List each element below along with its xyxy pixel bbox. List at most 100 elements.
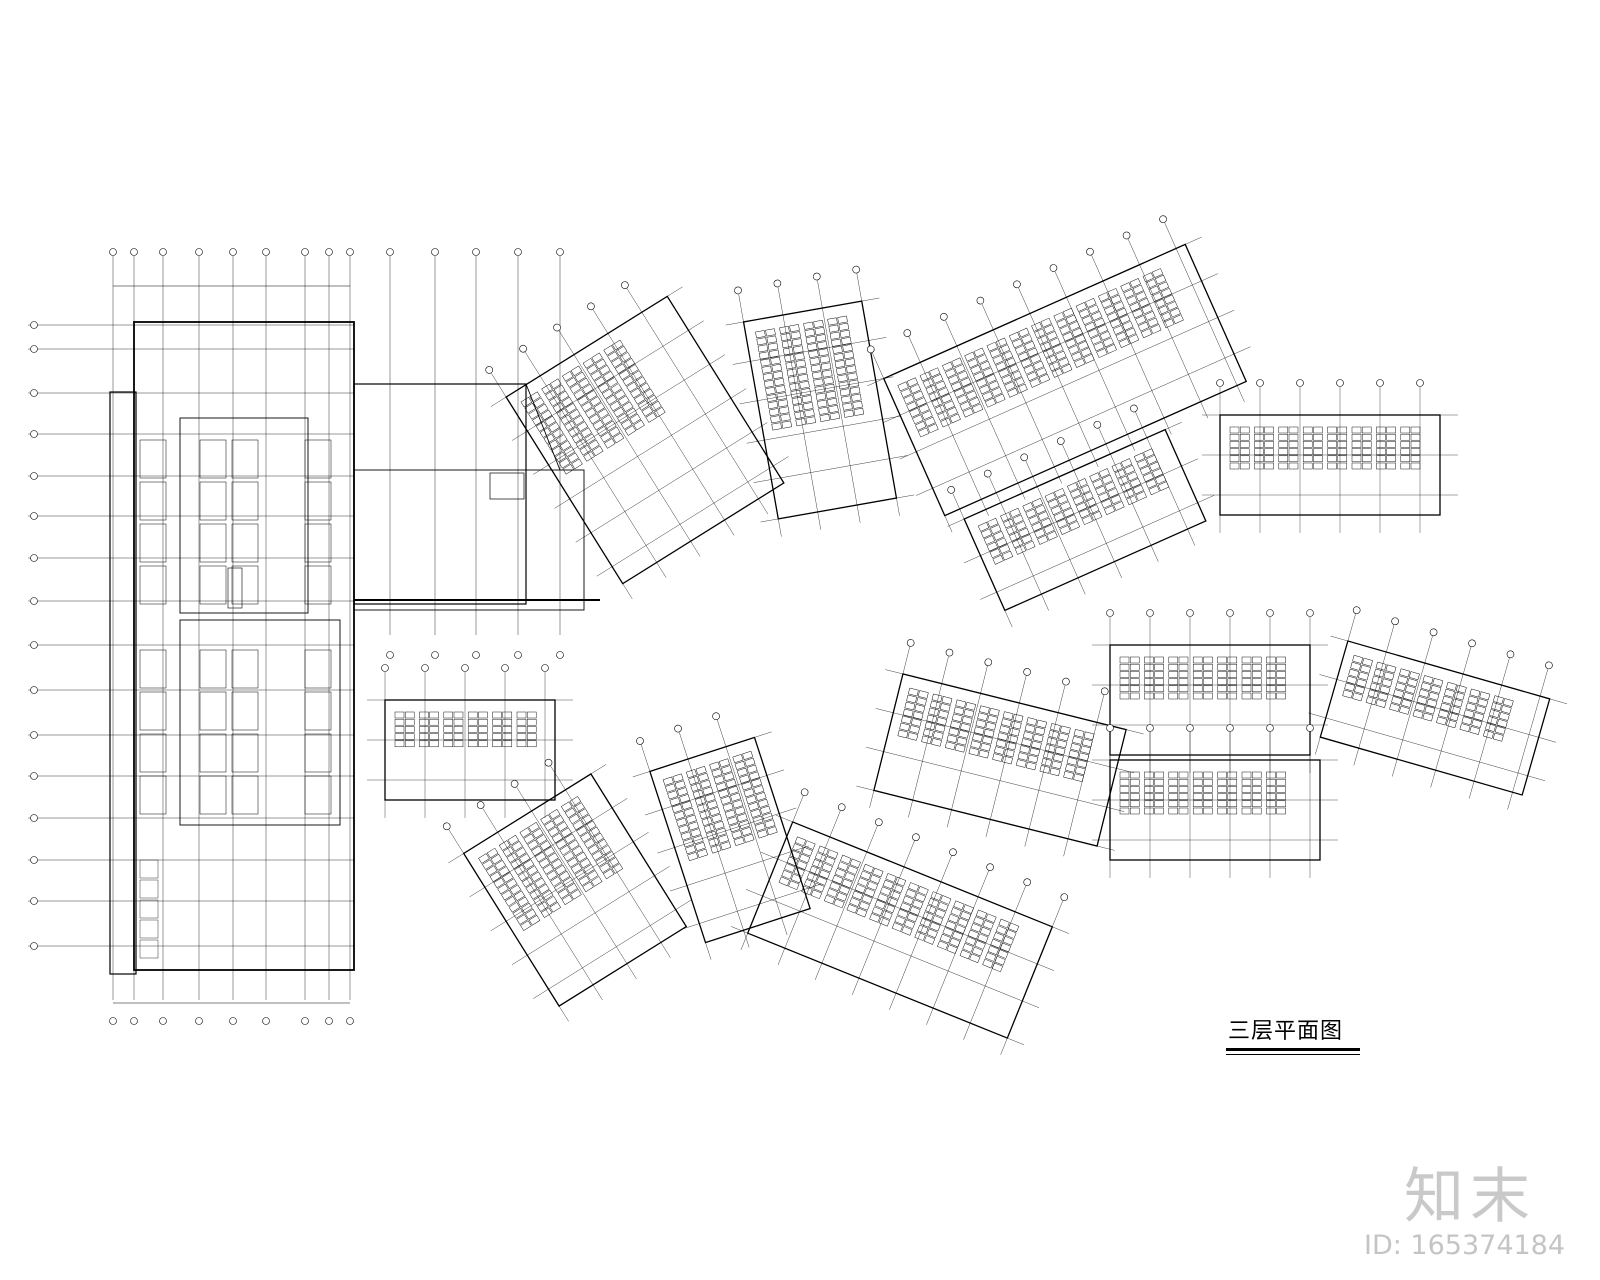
plan-rect: [139, 775, 167, 815]
desk: [1178, 678, 1189, 685]
desk: [1056, 739, 1068, 749]
desk: [771, 422, 782, 431]
desk: [571, 845, 584, 857]
desk: [1119, 771, 1130, 779]
desk: [921, 410, 933, 421]
desk: [1178, 663, 1189, 671]
desk: [862, 863, 874, 874]
wing-reception: [485, 281, 789, 599]
desk: [1251, 786, 1262, 793]
desk: [794, 411, 805, 420]
desk: [539, 427, 552, 438]
grid-bubble: [986, 863, 994, 871]
desk: [743, 833, 755, 843]
desk: [899, 902, 912, 912]
desk: [1192, 793, 1203, 800]
desk: [1154, 793, 1164, 800]
desk: [1059, 501, 1072, 511]
desk: [404, 718, 415, 726]
desk: [502, 872, 514, 883]
desk: [601, 414, 613, 425]
desk: [1163, 318, 1175, 329]
plan-line: [641, 744, 712, 960]
desk: [1080, 745, 1091, 755]
desk: [1485, 723, 1496, 732]
plan-line: [872, 352, 953, 533]
desk: [739, 774, 751, 784]
grid-bubble: [1023, 878, 1031, 886]
desk: [1059, 325, 1071, 335]
desk: [692, 789, 704, 799]
desk: [1012, 514, 1024, 525]
desk: [954, 924, 966, 934]
grid-bubble: [800, 788, 809, 797]
plan-line: [1392, 636, 1433, 777]
desk: [833, 352, 844, 361]
desk: [429, 726, 439, 733]
desk: [819, 413, 830, 422]
desk: [1276, 771, 1286, 779]
grid-bubble: [476, 801, 485, 809]
desk: [1446, 681, 1457, 691]
plan-line: [732, 337, 887, 365]
desk: [1056, 318, 1068, 329]
desk: [765, 386, 776, 395]
desk: [846, 365, 857, 374]
desk: [838, 322, 850, 331]
desk: [1095, 485, 1107, 496]
wing-office-l: [1308, 606, 1568, 810]
desk: [1302, 448, 1313, 455]
desk: [999, 725, 1010, 734]
desk: [715, 827, 727, 837]
desk: [650, 400, 662, 412]
desk: [516, 726, 527, 733]
plan-line: [550, 765, 671, 958]
desk: [541, 889, 554, 901]
desk: [1154, 663, 1164, 671]
desk: [478, 726, 488, 733]
desk: [934, 404, 946, 415]
desk: [526, 711, 537, 719]
desk: [1118, 338, 1130, 348]
desk: [1327, 441, 1337, 448]
desk: [1093, 317, 1106, 328]
desk: [521, 902, 533, 914]
desk: [1036, 719, 1048, 729]
desk: [1132, 308, 1144, 319]
desk: [1139, 465, 1152, 476]
desk: [959, 949, 971, 960]
grid-bubble: [159, 1017, 167, 1025]
desk: [1119, 786, 1130, 793]
grid-bubble: [30, 430, 38, 438]
plan-line: [632, 731, 772, 778]
desk: [429, 718, 439, 726]
desk: [934, 380, 947, 391]
desk: [1101, 474, 1113, 485]
desk: [1203, 807, 1213, 815]
desk: [1001, 550, 1014, 561]
desk: [557, 888, 570, 899]
desk: [959, 401, 971, 411]
plan-rect: [304, 733, 332, 773]
desk: [394, 711, 405, 719]
desk: [742, 750, 754, 760]
plan-line: [1507, 669, 1548, 810]
desk: [1494, 725, 1506, 735]
desk: [979, 926, 992, 937]
desk: [909, 725, 920, 734]
plan-rect: [304, 523, 332, 563]
desk: [1010, 370, 1022, 381]
desk: [1071, 736, 1083, 745]
plan-rect: [231, 565, 259, 605]
desk: [1110, 294, 1122, 305]
desk: [1362, 657, 1373, 667]
desk: [978, 749, 990, 759]
desk: [601, 388, 614, 400]
desk: [1251, 793, 1262, 800]
desk: [822, 369, 833, 378]
desk: [621, 401, 634, 412]
desk: [545, 895, 558, 907]
desk: [789, 324, 800, 333]
desk: [493, 877, 505, 889]
desk: [1254, 433, 1264, 441]
